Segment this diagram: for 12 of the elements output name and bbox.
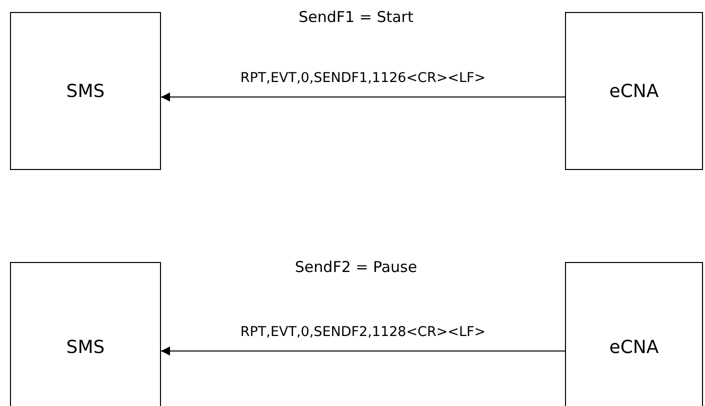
box-label: SMS	[66, 336, 105, 358]
heading-text: SendF1 = Start	[298, 8, 414, 26]
process-box	[565, 12, 703, 170]
box-label: eCNA	[609, 80, 659, 102]
process-box	[10, 12, 161, 170]
heading-text: SendF2 = Pause	[294, 258, 418, 276]
box-label: eCNA	[609, 336, 659, 358]
arrow	[160, 346, 566, 356]
arrow	[160, 92, 566, 102]
process-box	[565, 262, 703, 406]
process-box	[10, 262, 161, 406]
box-label: SMS	[66, 80, 105, 102]
